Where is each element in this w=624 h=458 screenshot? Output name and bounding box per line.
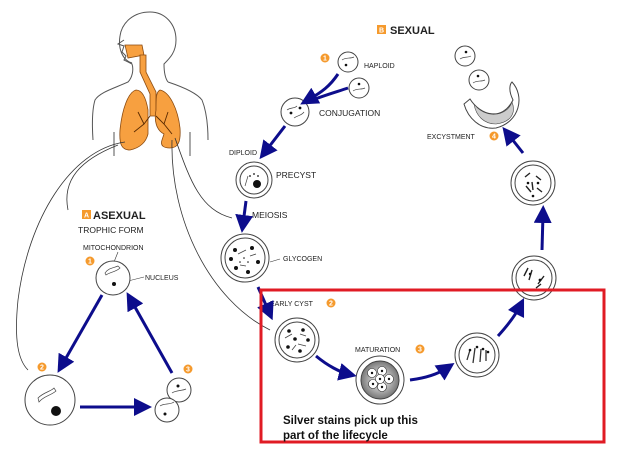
annotation-line-1: Silver stains pick up this — [283, 415, 418, 427]
sexual-step-3-badge — [415, 344, 425, 354]
diploid-label: DIPLOID — [229, 150, 257, 157]
mitochondrion-label: MITOCHONDRION — [83, 245, 144, 252]
sexual-section: B SEXUAL 1 HAPLOID CONJUGATION DIPLOID — [220, 25, 557, 405]
sexual-badge-letter: B — [379, 28, 384, 35]
asexual-section: A ASEXUAL TROPHIC FORM MITOCHONDRION NUC… — [24, 210, 193, 426]
arrow-1-to-2 — [57, 294, 104, 373]
maturation-label: MATURATION — [355, 347, 400, 354]
bronchi — [133, 111, 173, 135]
silver-stain-highlight-box — [259, 288, 606, 444]
excystment-label: EXCYSTMENT — [427, 134, 476, 141]
early-cyst-cell — [274, 317, 320, 363]
excystment-crescent — [463, 81, 520, 129]
asexual-cycle-arrows — [57, 292, 174, 416]
glycogen-cell — [220, 233, 270, 283]
human-torso-illustration — [91, 11, 209, 156]
arrow-haploid2-to-conjugation — [309, 86, 349, 103]
svg-text:3: 3 — [418, 347, 422, 354]
arrow-conjugation-to-precyst — [259, 125, 287, 160]
arrow-mature-to-ascending1 — [496, 297, 525, 338]
haploid-cell-1 — [337, 51, 359, 73]
nucleus-label: NUCLEUS — [145, 275, 179, 282]
arrow-3-to-1 — [126, 292, 174, 374]
sexual-step-4-badge — [489, 131, 499, 141]
left-lung — [119, 89, 149, 151]
asexual-step-2-badge — [37, 362, 47, 372]
precyst-label: PRECYST — [276, 170, 316, 180]
arrow-maturation-to-mature — [409, 363, 455, 382]
sexual-step-2-badge — [326, 298, 336, 308]
released-trophic-cell-1 — [454, 45, 476, 67]
sexual-step-1-badge — [320, 53, 330, 63]
early-cyst-label: EARLY CYST — [270, 301, 314, 308]
annotation-line-2: part of the lifecycle — [283, 430, 388, 442]
maturation-cell — [355, 355, 405, 405]
svg-text:1: 1 — [323, 56, 327, 63]
asexual-badge — [82, 210, 91, 219]
trophic-form-label: TROPHIC FORM — [78, 225, 144, 235]
right-lung — [154, 89, 181, 149]
lungs-illustration — [119, 44, 181, 151]
precyst-cell — [235, 161, 273, 199]
mature-cyst-cell — [454, 332, 500, 378]
asexual-badge-letter: A — [84, 213, 89, 220]
ascending-cyst-1 — [511, 255, 557, 301]
haploid-cell-2 — [348, 77, 370, 99]
trophic-cell-2 — [24, 374, 76, 426]
ascending-cyst-2 — [510, 160, 556, 206]
glycogen-label: GLYCOGEN — [283, 256, 322, 263]
haploid-label: HAPLOID — [364, 63, 395, 70]
arrow-early-cyst-to-maturation — [315, 354, 357, 381]
conjugation-cell — [280, 97, 310, 127]
sexual-badge — [377, 25, 386, 34]
asexual-step-1-badge — [85, 256, 95, 266]
svg-text:4: 4 — [492, 134, 496, 141]
svg-text:2: 2 — [329, 301, 333, 308]
arrow-ascending1-to-ascending2 — [533, 205, 552, 251]
svg-text:2: 2 — [40, 365, 44, 372]
released-trophic-cell-2 — [468, 69, 490, 91]
svg-text:1: 1 — [88, 259, 92, 266]
arrow-precyst-to-glycogen — [235, 200, 254, 233]
asexual-step-3-badge — [183, 364, 193, 374]
trophic-cell-1 — [95, 260, 131, 296]
asexual-title: ASEXUAL — [93, 210, 146, 222]
trophic-cell-dividing — [154, 377, 192, 423]
arrow-haploid1-to-conjugation — [300, 73, 340, 105]
conjugation-label: CONJUGATION — [319, 108, 380, 118]
svg-text:3: 3 — [186, 367, 190, 374]
arrow-to-excystment — [502, 126, 525, 154]
connector-lines — [16, 137, 271, 371]
sexual-title: SEXUAL — [390, 25, 435, 37]
meiosis-label: MEIOSIS — [252, 210, 288, 220]
